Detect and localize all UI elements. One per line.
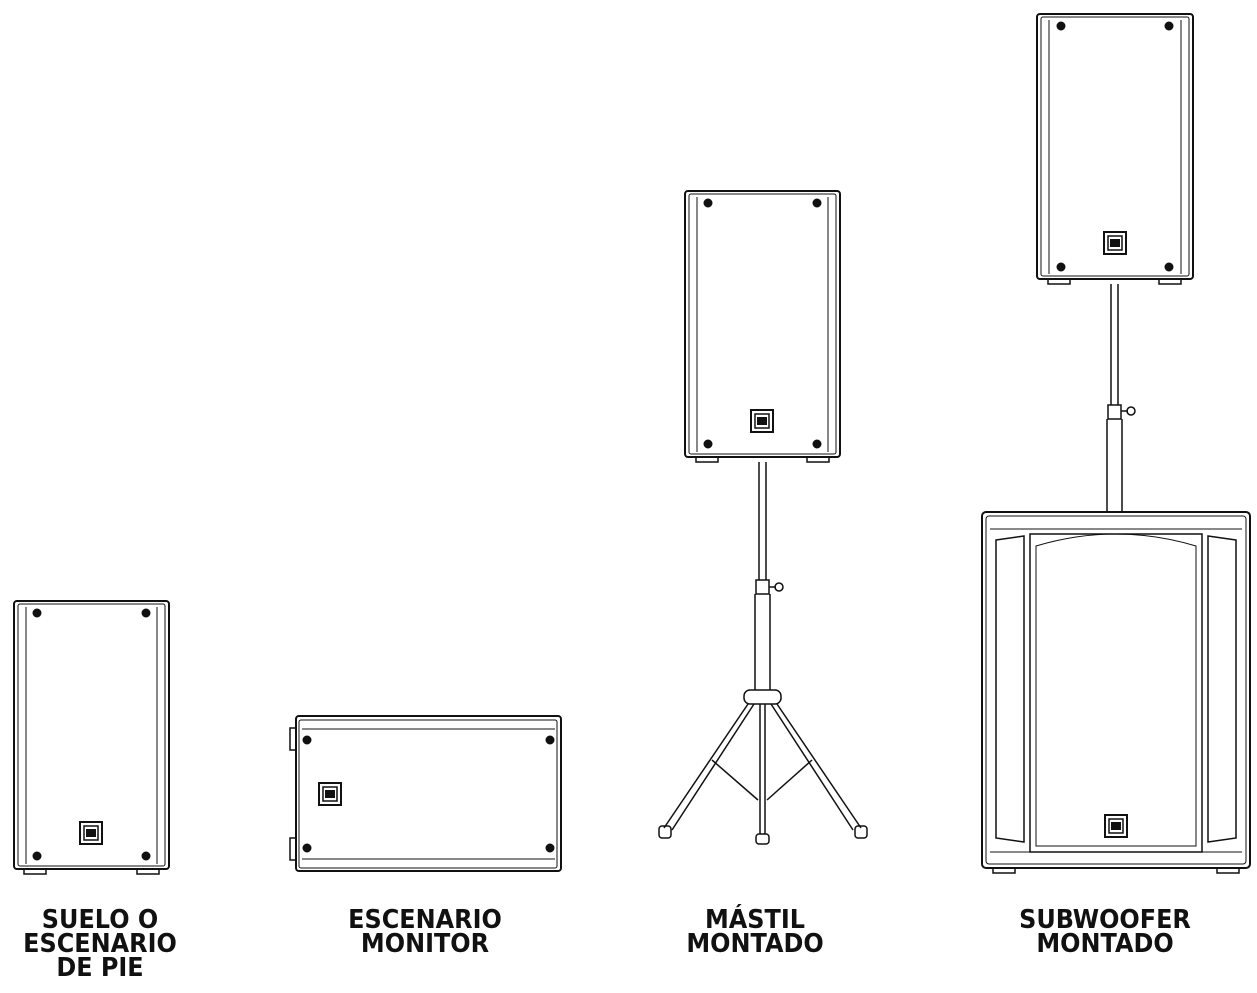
- floor-speaker-illustration: [13, 600, 170, 875]
- label-line: MONTADO: [1036, 929, 1174, 959]
- mast-mounted-illustration: [658, 190, 868, 845]
- label-line: MÁSTIL: [704, 905, 805, 935]
- label-line: ESCENARIO: [23, 929, 177, 959]
- label-line: MONITOR: [360, 929, 490, 959]
- subwoofer-mounted-illustration: [981, 13, 1251, 874]
- label-mast-mounted: MÁSTIL MONTADO: [672, 905, 838, 959]
- label-subwoofer-mounted: SUBWOOFER MONTADO: [1018, 905, 1193, 959]
- label-line: MONTADO: [686, 929, 824, 959]
- label-line: SUELO O: [41, 905, 159, 935]
- label-floor-standing: SUELO O ESCENARIO DE PIE: [17, 905, 183, 983]
- label-stage-monitor: ESCENARIO MONITOR: [338, 905, 513, 959]
- stage-monitor-illustration: [289, 715, 562, 872]
- label-line: ESCENARIO: [348, 905, 502, 935]
- label-line: SUBWOOFER: [1019, 905, 1191, 935]
- label-line: DE PIE: [56, 953, 144, 983]
